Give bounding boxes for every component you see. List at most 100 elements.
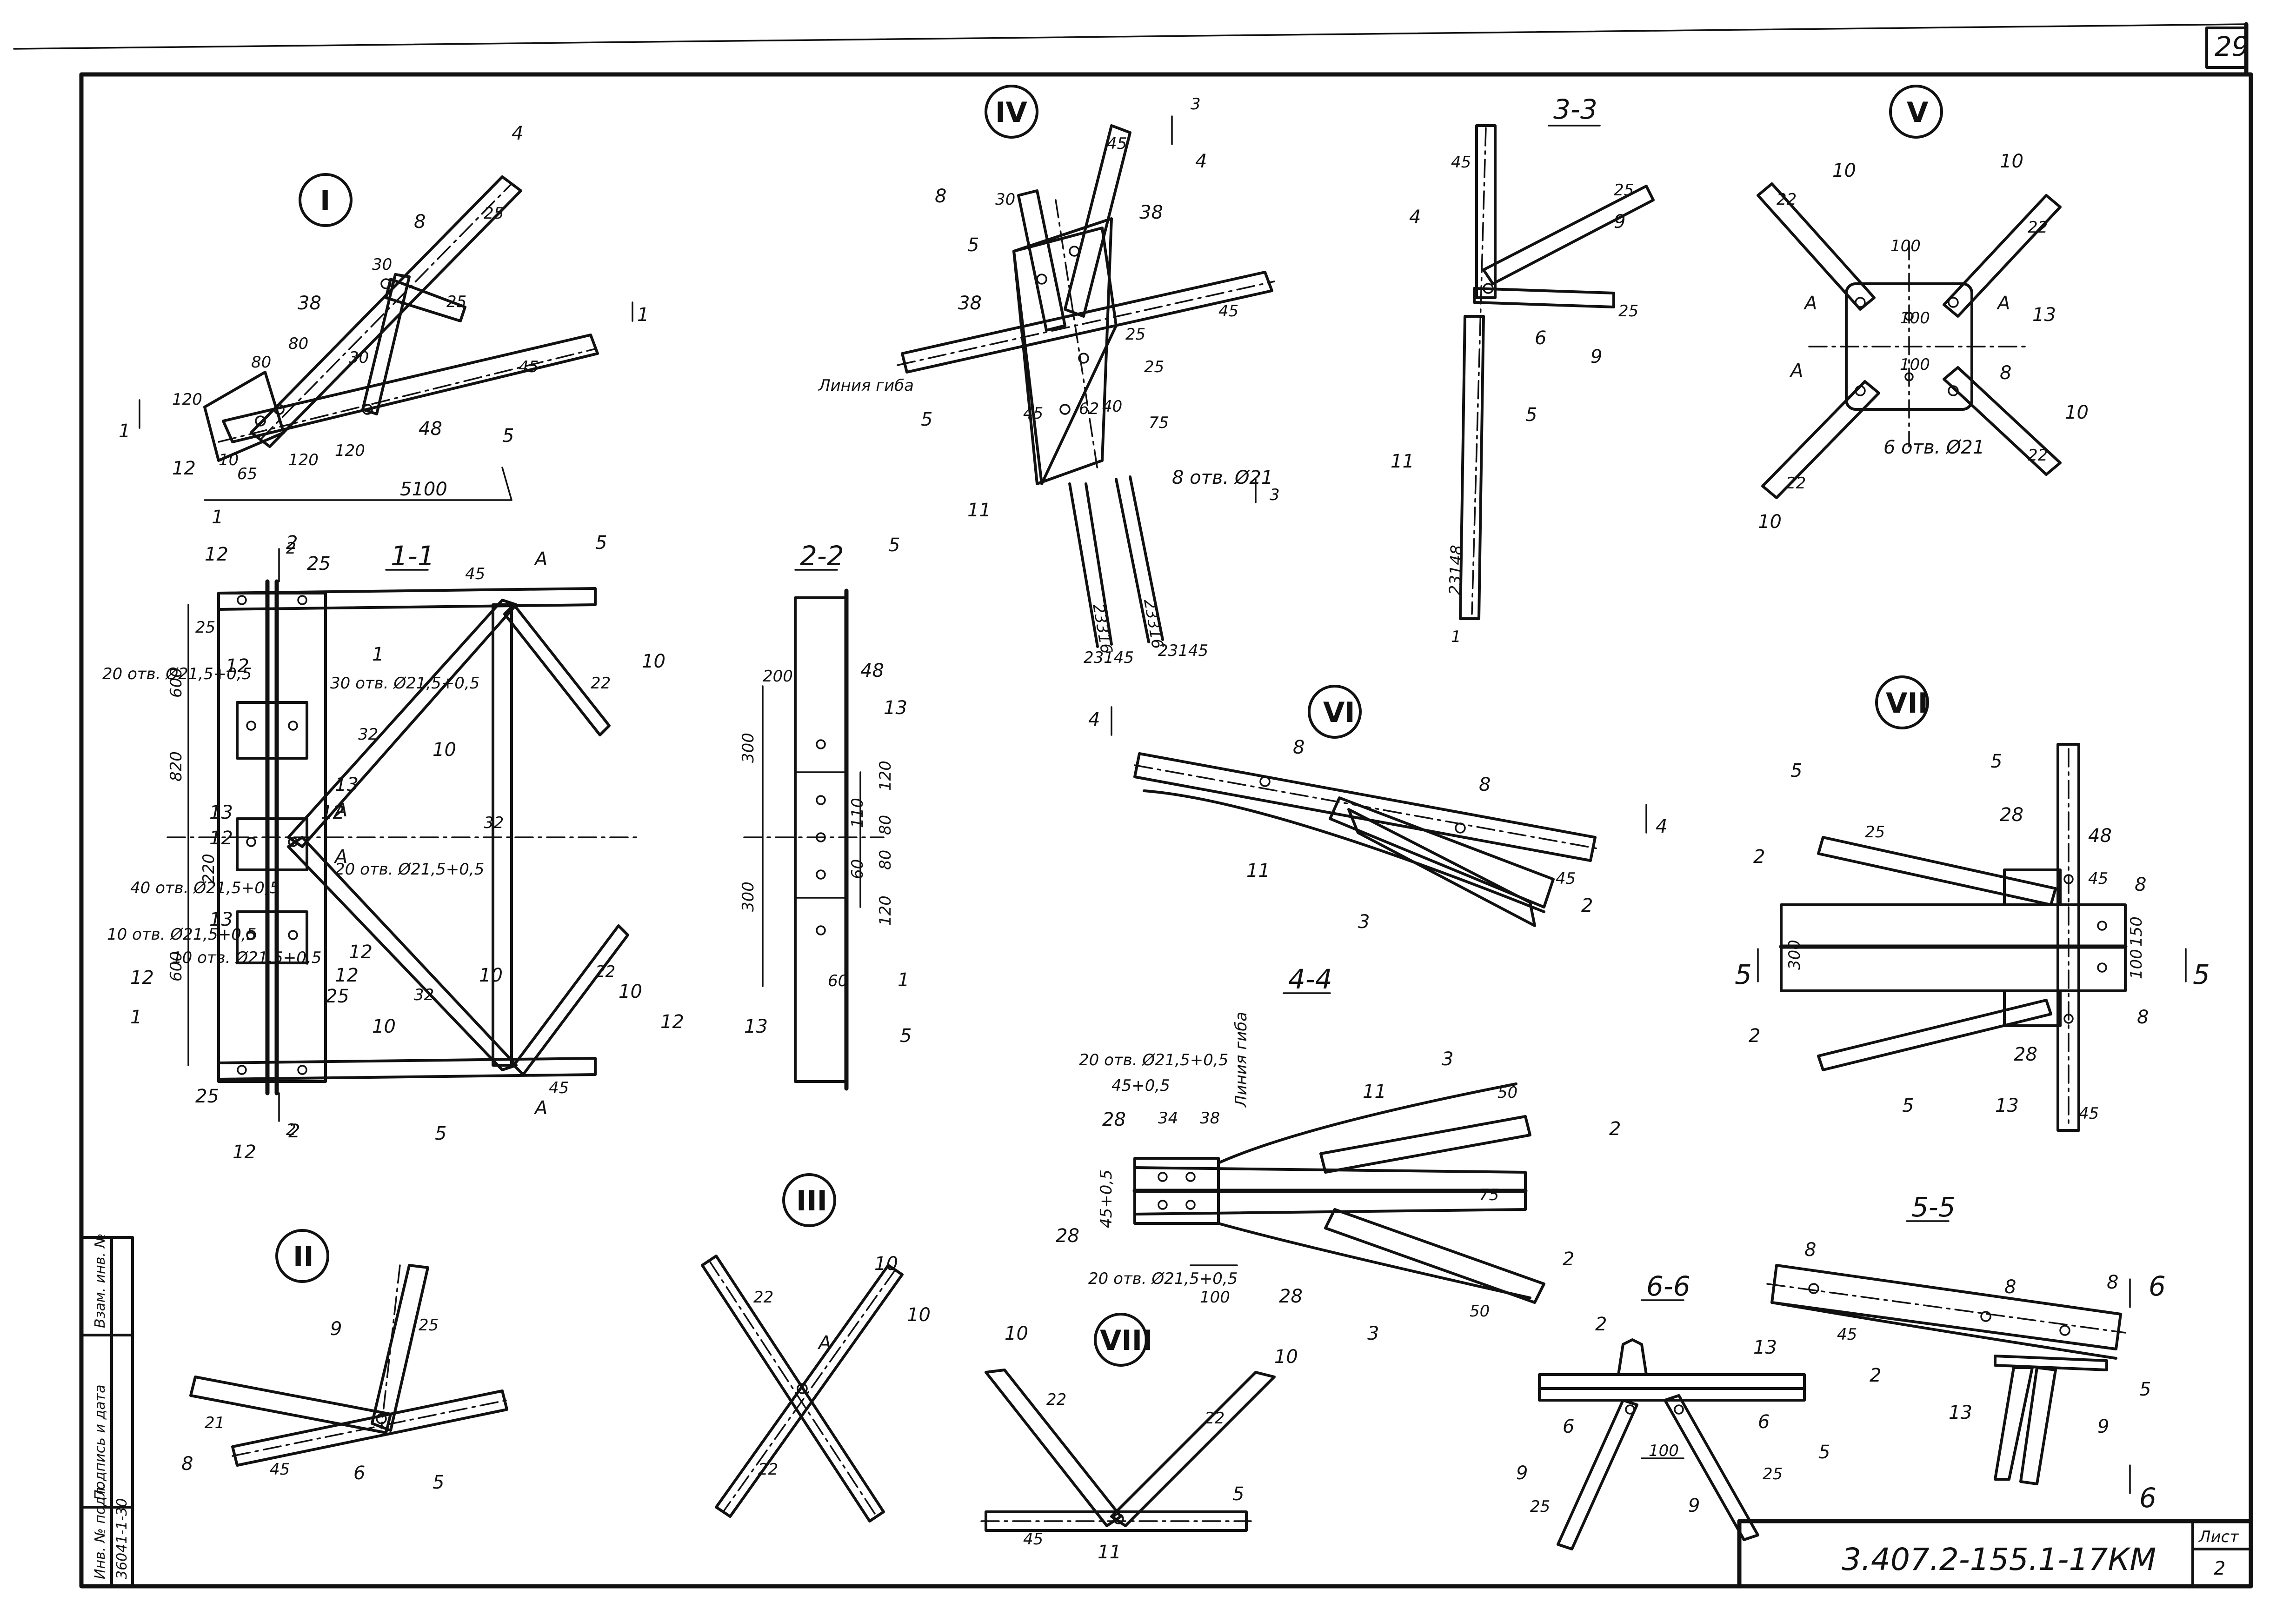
- node-1-dim-3: 30: [349, 348, 369, 367]
- node-4-dim-7: 62: [1079, 400, 1099, 418]
- node-1-dim-13: 45: [519, 358, 539, 376]
- node-6-label-8b: 8: [1479, 774, 1491, 795]
- view-4-4-label-28c: 28: [1279, 1286, 1303, 1307]
- node-2-label-8: 8: [181, 1453, 193, 1475]
- section-3-3-label-6: 6: [1535, 327, 1546, 349]
- node-5-holes: 6 отв. Ø21: [1883, 437, 1984, 458]
- node-5-dim-6: 22: [1786, 474, 1806, 493]
- section-3-3-label-4: 4: [1409, 207, 1421, 228]
- node-6-label-8a: 8: [1293, 737, 1304, 758]
- node-4-dim-6: 45: [1218, 302, 1238, 321]
- section-1-1-label-1b: 1: [130, 1007, 142, 1028]
- node-4-dim-12: 23145: [1084, 648, 1134, 667]
- section-1-1-label-12h: 12: [233, 1142, 256, 1163]
- node-7-cut-right: 5: [2193, 959, 2210, 990]
- node-1-label-8: 8: [414, 211, 426, 233]
- section-5-5-cut-bottom: 6: [2139, 1482, 2156, 1514]
- node-1-dim-6: 120: [335, 441, 365, 460]
- section-1-1-label-5a: 5: [595, 532, 607, 554]
- section-2-2-dim-1: 200: [763, 667, 793, 686]
- node-4-label-5a: 5: [967, 234, 979, 256]
- section-6-6-label-5: 5: [1818, 1442, 1830, 1463]
- section-2-2-label-12: 12: [660, 1011, 684, 1033]
- view-4-4-holes-1: 20 отв. Ø21,5+0,5: [1079, 1051, 1228, 1069]
- node-4-view: IV 8 5 38 38 4 5 11 Линия гиба 8 отв. Ø2…: [818, 85, 1280, 667]
- node-5-label-10c: 10: [1758, 511, 1782, 533]
- node-8-label-10b: 10: [1274, 1346, 1298, 1368]
- node-7-label-28b: 28: [2014, 1044, 2037, 1065]
- node-1-dim-1: 80: [251, 353, 271, 372]
- section-2-2-label-48: 48: [860, 660, 884, 681]
- node-3-dim-2: 22: [758, 1460, 778, 1479]
- section-1-1-label-25a: 25: [307, 553, 331, 574]
- section-6-6-label-9a: 9: [1516, 1463, 1528, 1484]
- node-6-label-11: 11: [1246, 860, 1270, 882]
- section-2-2-dim-3: 300: [739, 882, 758, 912]
- section-1-1-label-2a: 2: [286, 532, 298, 554]
- section-5-5-label-13: 13: [1949, 1402, 1972, 1423]
- section-2-2-dim-6: 80: [876, 815, 895, 835]
- section-4-4-detail: 20 отв. Ø21,5+0,5 Линия гиба 28 28 11 3 …: [1056, 1012, 1621, 1344]
- section-5-5-title: 5-5: [1911, 1191, 1956, 1223]
- section-1-1-label-25c: 25: [195, 1086, 219, 1107]
- node-4-cut-bottom: 3: [1270, 486, 1280, 504]
- node-7-label-5a: 5: [1790, 760, 1802, 781]
- node-6-label-3: 3: [1358, 911, 1370, 933]
- view-4-4-dim-1: 45+0,5: [1097, 1169, 1116, 1228]
- node-1-cut-right: 1: [637, 304, 649, 326]
- section-6-6-label-2: 2: [1595, 1314, 1607, 1335]
- node-5-view: V 10 10 A A A 8 13 10 10 6 отв. Ø21 22 2…: [1757, 85, 2089, 533]
- section-5-5-label-2: 2: [1870, 1365, 1881, 1386]
- section-6-6-dim-3: 25: [1763, 1465, 1783, 1483]
- title-block: 3.407.2-155.1-17КМ Лист 2: [1737, 1519, 2253, 1589]
- view-4-4-dim-8: 50: [1470, 1302, 1490, 1321]
- section-1-1-dim-2: 600: [167, 668, 186, 698]
- view-4-4-holes-2: 20 отв. Ø21,5+0,5: [1088, 1269, 1238, 1288]
- node-1-view: I 4 8 38 12 1 5 48 1 1 80 80 30 120 120 …: [119, 123, 649, 528]
- section-1-1-label-10d: 10: [372, 1016, 396, 1037]
- node-2-dim-1: 25: [419, 1316, 439, 1335]
- section-1-1-dim-5: 600: [167, 951, 186, 982]
- section-1-1-label-Aa: A: [533, 548, 547, 570]
- section-1-1-label-10a: 10: [433, 739, 456, 761]
- node-7-label-8a: 8: [2135, 874, 2146, 895]
- node-2-label-9: 9: [330, 1318, 342, 1340]
- node-1-label-12: 12: [172, 458, 196, 479]
- node-5-dim-5: 100: [1900, 355, 1930, 374]
- node-1-label-38: 38: [298, 293, 321, 314]
- section-2-2-dim-8: 120: [876, 895, 895, 926]
- view-4-4-dim-5: 75: [1479, 1186, 1499, 1204]
- section-1-1-label-12f: 12: [335, 965, 359, 986]
- section-4-4-title: 4-4: [1288, 963, 1332, 995]
- section-2-2-label-13a: 13: [884, 697, 907, 719]
- section-1-1-dim-9: 32: [358, 725, 378, 744]
- node-7-label-2b: 2: [1749, 1025, 1760, 1047]
- section-1-1-label-13c: 13: [209, 909, 233, 930]
- node-4-dim-1: 30: [995, 190, 1015, 209]
- node-6-title: VI: [1323, 696, 1355, 729]
- section-1-1-label-5b: 5: [435, 1123, 446, 1144]
- node-1-dim-7: 65: [237, 465, 257, 483]
- section-6-6-dim-1: 100: [1649, 1442, 1679, 1460]
- view-4-4-label-28a: 28: [1102, 1109, 1126, 1130]
- node-8-label-11: 11: [1098, 1542, 1121, 1563]
- node-7-dim-5: 45: [2079, 1104, 2099, 1123]
- section-1-1-holes-1: 20 отв. Ø21,5+0,5: [102, 665, 252, 683]
- section-1-1-label-Ac: A: [333, 846, 347, 868]
- section-3-3-label-5: 5: [1525, 404, 1537, 426]
- view-4-4-dim-2: 34: [1158, 1109, 1178, 1128]
- node-3-title: III: [796, 1185, 827, 1217]
- section-2-2-label-13b: 13: [744, 1016, 768, 1037]
- section-1-1-holes-3: 40 отв. Ø21,5+0,5: [130, 879, 280, 897]
- section-6-6-label-13: 13: [1753, 1337, 1777, 1358]
- node-2-label-6: 6: [353, 1463, 365, 1484]
- section-1-1-holes-5: 10 отв. Ø21,5+0,5: [107, 925, 256, 944]
- section-3-3-label-1: 1: [1451, 628, 1461, 646]
- section-2-2-dim-10: 60: [828, 972, 848, 990]
- node-4-cut-top: 3: [1191, 95, 1201, 114]
- section-3-3-title: 3-3: [1553, 94, 1597, 125]
- section-1-1-label-10e: 10: [619, 981, 642, 1002]
- node-5-label-10d: 10: [2065, 402, 2089, 423]
- node-5-label-8: 8: [2000, 362, 2011, 384]
- node-2-label-5: 5: [433, 1472, 444, 1493]
